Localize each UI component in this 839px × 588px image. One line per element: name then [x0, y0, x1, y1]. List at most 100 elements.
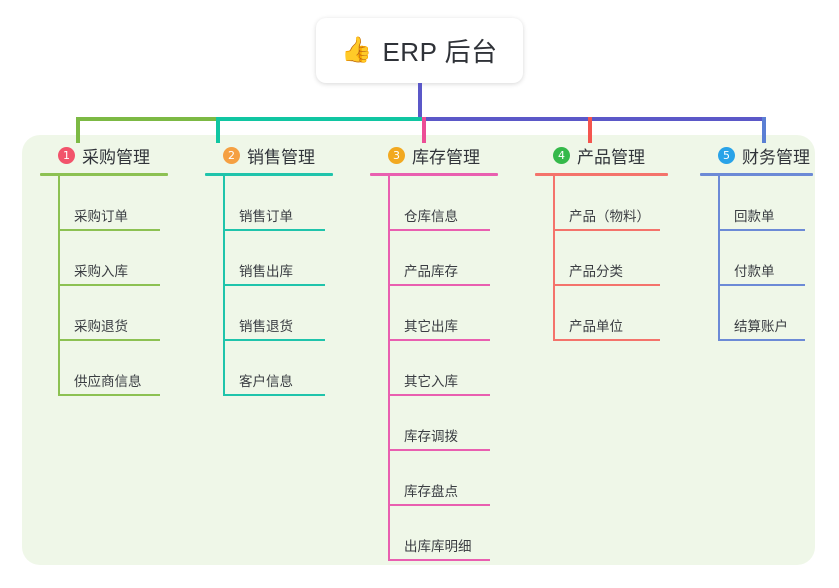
- thumbs-up-icon: 👍: [341, 36, 373, 64]
- root-stem: [418, 83, 422, 119]
- leaf-underline: [553, 284, 660, 286]
- column-badge-4: 4: [553, 147, 570, 164]
- leaf-item[interactable]: 采购入库: [40, 231, 190, 286]
- blue-segment: [422, 117, 762, 121]
- leaf-item[interactable]: 产品（物料）: [535, 176, 690, 231]
- leaf-underline: [223, 339, 325, 341]
- leaf-item[interactable]: 结算账户: [700, 286, 835, 341]
- leaf-underline: [388, 559, 490, 561]
- column-title-4: 产品管理: [577, 148, 645, 167]
- column-spine-1: [58, 176, 60, 396]
- leaf-underline: [58, 394, 160, 396]
- leaf-label: 采购入库: [74, 264, 128, 279]
- leaf-label: 采购订单: [74, 209, 128, 224]
- leaf-label: 出库库明细: [404, 539, 472, 554]
- leaf-item[interactable]: 产品库存: [370, 231, 520, 286]
- teal-segment: [216, 117, 422, 121]
- leaf-underline: [553, 339, 660, 341]
- leaf-item[interactable]: 产品分类: [535, 231, 690, 286]
- leaf-underline: [223, 284, 325, 286]
- leaf-label: 产品（物料）: [569, 209, 650, 224]
- column-title-5: 财务管理: [742, 148, 810, 167]
- leaf-item[interactable]: 仓库信息: [370, 176, 520, 231]
- leaf-label: 销售出库: [239, 264, 293, 279]
- leaf-underline: [718, 229, 805, 231]
- leaf-label: 回款单: [734, 209, 775, 224]
- leaf-label: 仓库信息: [404, 209, 458, 224]
- column-underline-2: [205, 173, 333, 176]
- leaf-underline: [718, 339, 805, 341]
- leaf-item[interactable]: 库存盘点: [370, 451, 520, 506]
- column-underline-4: [535, 173, 668, 176]
- leaf-underline: [718, 284, 805, 286]
- column-badge-2: 2: [223, 147, 240, 164]
- leaf-item[interactable]: 销售退货: [205, 286, 355, 341]
- leaf-item[interactable]: 付款单: [700, 231, 835, 286]
- column-items-2: 销售订单销售出库销售退货客户信息: [205, 176, 355, 396]
- column-2: 2 销售管理销售订单销售出库销售退货客户信息: [205, 143, 355, 396]
- column-header-3[interactable]: 3 库存管理: [370, 143, 520, 168]
- leaf-underline: [388, 449, 490, 451]
- column-title-3: 库存管理: [412, 148, 480, 167]
- leaf-item[interactable]: 回款单: [700, 176, 835, 231]
- column-title-2: 销售管理: [247, 148, 315, 167]
- leaf-item[interactable]: 其它出库: [370, 286, 520, 341]
- leaf-item[interactable]: 产品单位: [535, 286, 690, 341]
- leaf-label: 客户信息: [239, 374, 293, 389]
- column-items-4: 产品（物料） 产品分类产品单位: [535, 176, 690, 341]
- leaf-item[interactable]: 库存调拨: [370, 396, 520, 451]
- leaf-label: 产品库存: [404, 264, 458, 279]
- leaf-label: 销售退货: [239, 319, 293, 334]
- drop-inventory: [422, 117, 426, 143]
- leaf-underline: [58, 284, 160, 286]
- column-header-2[interactable]: 2 销售管理: [205, 143, 355, 168]
- leaf-label: 付款单: [734, 264, 775, 279]
- green-segment: [76, 117, 216, 121]
- column-header-1[interactable]: 1 采购管理: [40, 143, 190, 168]
- leaf-underline: [223, 229, 325, 231]
- column-title-1: 采购管理: [82, 148, 150, 167]
- leaf-label: 产品单位: [569, 319, 623, 334]
- column-header-5[interactable]: 5 财务管理: [700, 143, 835, 168]
- drop-sales: [216, 117, 220, 143]
- column-badge-3: 3: [388, 147, 405, 164]
- column-5: 5 财务管理回款单付款单结算账户: [700, 143, 835, 341]
- leaf-label: 其它入库: [404, 374, 458, 389]
- column-underline-3: [370, 173, 498, 176]
- column-spine-3: [388, 176, 390, 561]
- leaf-item[interactable]: 销售订单: [205, 176, 355, 231]
- content-panel: [22, 135, 815, 565]
- leaf-label: 库存盘点: [404, 484, 458, 499]
- leaf-item[interactable]: 采购退货: [40, 286, 190, 341]
- column-badge-5: 5: [718, 147, 735, 164]
- root-node[interactable]: 👍 ERP 后台: [316, 18, 523, 83]
- column-1: 1 采购管理采购订单采购入库采购退货供应商信息: [40, 143, 190, 396]
- leaf-item[interactable]: 其它入库: [370, 341, 520, 396]
- drop-product: [588, 117, 592, 143]
- leaf-underline: [223, 394, 325, 396]
- leaf-label: 其它出库: [404, 319, 458, 334]
- leaf-label: 供应商信息: [74, 374, 142, 389]
- leaf-item[interactable]: 供应商信息: [40, 341, 190, 396]
- leaf-item[interactable]: 出库库明细: [370, 506, 520, 561]
- column-spine-4: [553, 176, 555, 341]
- column-header-4[interactable]: 4 产品管理: [535, 143, 690, 168]
- column-3: 3 库存管理仓库信息产品库存其它出库其它入库库存调拨库存盘点出库库明细: [370, 143, 520, 561]
- leaf-item[interactable]: 客户信息: [205, 341, 355, 396]
- leaf-underline: [388, 229, 490, 231]
- column-spine-5: [718, 176, 720, 341]
- leaf-underline: [388, 504, 490, 506]
- column-items-5: 回款单付款单结算账户: [700, 176, 835, 341]
- column-items-3: 仓库信息产品库存其它出库其它入库库存调拨库存盘点出库库明细: [370, 176, 520, 561]
- drop-purchasing: [76, 117, 80, 143]
- column-underline-1: [40, 173, 168, 176]
- leaf-item[interactable]: 采购订单: [40, 176, 190, 231]
- leaf-item[interactable]: 销售出库: [205, 231, 355, 286]
- column-badge-1: 1: [58, 147, 75, 164]
- leaf-underline: [388, 394, 490, 396]
- column-items-1: 采购订单采购入库采购退货供应商信息: [40, 176, 190, 396]
- column-underline-5: [700, 173, 813, 176]
- leaf-underline: [388, 284, 490, 286]
- leaf-label: 结算账户: [734, 319, 788, 334]
